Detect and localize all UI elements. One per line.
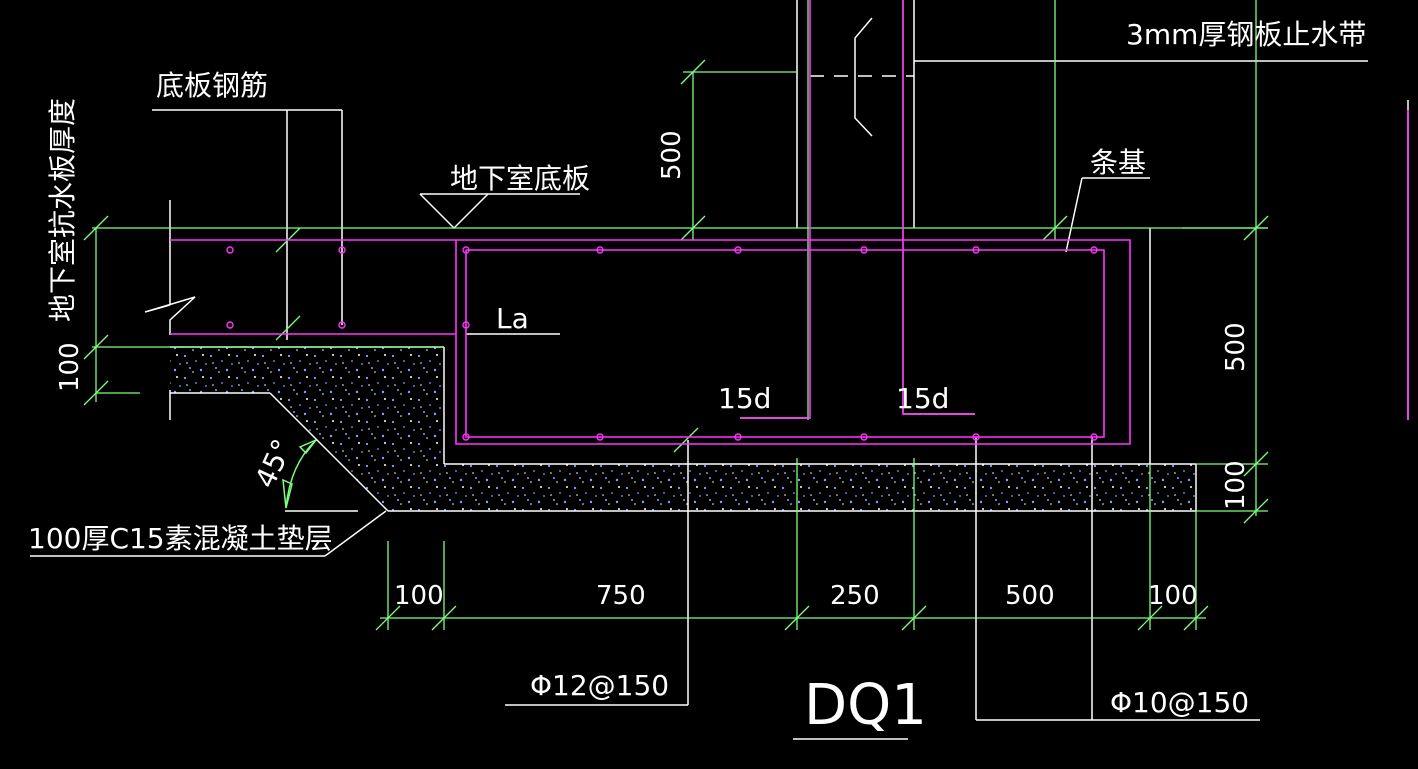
dim-bottom-2: 750 [596,581,646,611]
rebar-a-label: Φ12@150 [530,669,669,702]
hook-right-label: 15d [896,382,949,415]
rebar-b-label: Φ10@150 [1110,686,1249,719]
basement-slab-label: 地下室底板 [450,162,590,195]
dim-vertical-right: 500 [1221,322,1251,372]
dim-bottom-3: 250 [830,581,880,611]
slab-thickness-label: 地下室抗水板厚度 [46,98,79,322]
dim-bottom-4: 500 [1005,581,1055,611]
hook-left-label: 15d [718,382,771,415]
waterstop-label: 3mm厚钢板止水带 [1126,18,1366,51]
drawing-title: DQ1 [804,673,927,738]
cushion-label: 100厚C15素混凝土垫层 [28,522,333,555]
dim-bottom-5: 100 [1148,581,1198,611]
concrete-cushion [170,347,1196,511]
structure-outline [30,0,1409,740]
dim-bottom-1: 100 [394,581,444,611]
anchorage-label: La [496,302,529,335]
slab-rebar-label: 底板钢筋 [156,69,268,102]
strip-footing-label: 条基 [1090,146,1146,179]
dim-vertical-left: 100 [55,342,85,392]
rebar-cage [170,0,1409,445]
dim-vertical-mid: 500 [657,130,687,180]
dim-vertical-right-bottom: 100 [1221,460,1251,510]
angle-mark [282,439,317,509]
rebar-dots [226,246,1098,441]
